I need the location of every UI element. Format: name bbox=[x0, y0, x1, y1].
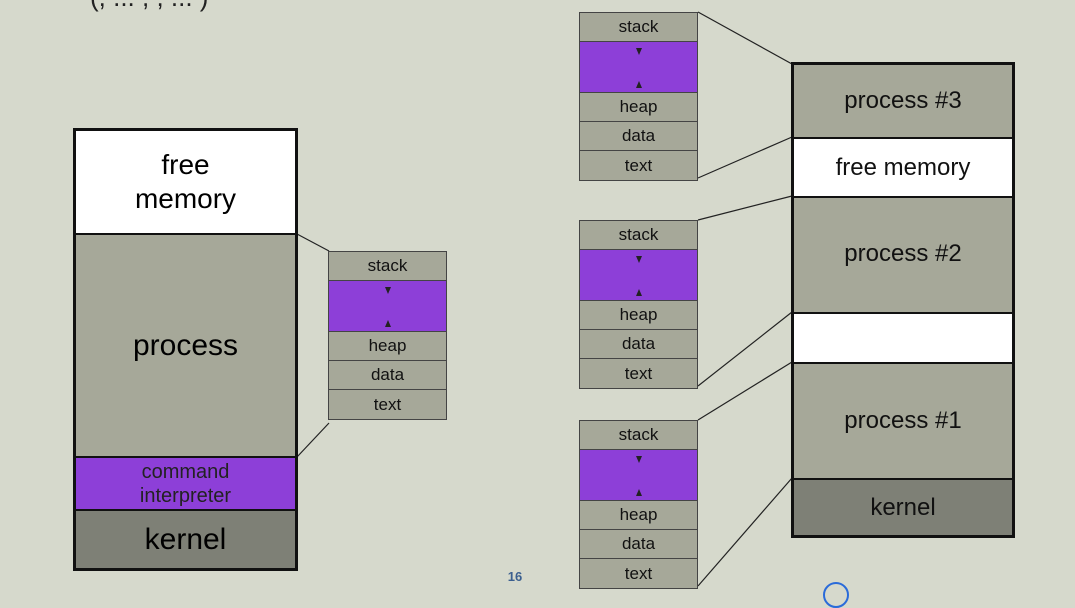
page-number: 16 bbox=[507, 569, 523, 584]
kernel-block: kernel bbox=[76, 511, 295, 568]
connector-lines bbox=[296, 11, 793, 587]
arrow-up-icon bbox=[384, 320, 391, 327]
stack-cell: stack bbox=[329, 252, 446, 281]
stack-cell: stack bbox=[580, 13, 697, 42]
arrow-up-icon bbox=[635, 289, 642, 296]
stack-cell: stack bbox=[580, 421, 697, 450]
free-gap bbox=[580, 250, 697, 301]
process3-block: process #3 bbox=[794, 65, 1012, 139]
heap-cell: heap bbox=[580, 93, 697, 122]
multi-tasking-memory: process #3 free memory process #2 proces… bbox=[791, 62, 1015, 538]
text-cell: text bbox=[329, 390, 446, 419]
free-memory-block: free memory bbox=[76, 131, 295, 235]
free-gap bbox=[580, 42, 697, 93]
process3-detail-stack: stack heap data text bbox=[579, 12, 698, 181]
data-cell: data bbox=[580, 530, 697, 559]
heap-cell: heap bbox=[329, 332, 446, 361]
arrow-down-icon bbox=[635, 456, 642, 463]
arrow-down-icon bbox=[635, 48, 642, 55]
command-interpreter-block: command interpreter bbox=[76, 458, 295, 511]
text-cell: text bbox=[580, 151, 697, 180]
arrow-up-icon bbox=[635, 81, 642, 88]
heap-cell: heap bbox=[580, 501, 697, 530]
arrow-down-icon bbox=[635, 256, 642, 263]
kernel-block: kernel bbox=[794, 480, 1012, 535]
process1-detail-stack: stack heap data text bbox=[579, 420, 698, 589]
process-block: process bbox=[76, 235, 295, 458]
free-gap bbox=[329, 281, 446, 332]
arrow-up-icon bbox=[635, 489, 642, 496]
stack-cell: stack bbox=[580, 221, 697, 250]
process1-block: process #1 bbox=[794, 364, 1012, 480]
arrow-down-icon bbox=[384, 287, 391, 294]
header-fragment: (, ... , , ... ) bbox=[90, 0, 208, 13]
data-cell: data bbox=[580, 330, 697, 359]
free-memory-block: free memory bbox=[794, 139, 1012, 198]
process2-detail-stack: stack heap data text bbox=[579, 220, 698, 389]
heap-cell: heap bbox=[580, 301, 697, 330]
single-tasking-memory: free memory process command interpreter … bbox=[73, 128, 298, 571]
text-cell: text bbox=[580, 359, 697, 388]
empty-memory-block bbox=[794, 314, 1012, 364]
cursor-indicator bbox=[823, 582, 849, 608]
process-detail-stack: stack heap data text bbox=[328, 251, 447, 420]
process2-block: process #2 bbox=[794, 198, 1012, 314]
data-cell: data bbox=[580, 122, 697, 151]
data-cell: data bbox=[329, 361, 446, 390]
free-gap bbox=[580, 450, 697, 501]
text-cell: text bbox=[580, 559, 697, 588]
